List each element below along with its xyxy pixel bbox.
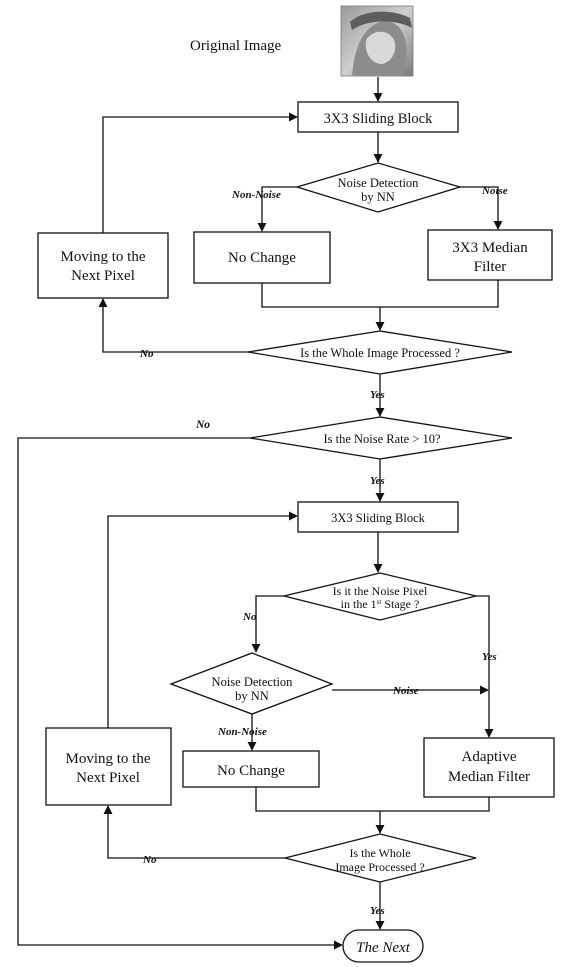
median-filter-line1: 3X3 Median: [452, 240, 528, 256]
adaptive-filter-line2: Median Filter: [448, 769, 530, 785]
label-noise-1: Noise: [481, 185, 508, 197]
label-no-1: No: [139, 348, 154, 360]
label-yes-end: Yes: [370, 905, 385, 917]
noise-pixel-q-line2-suffix: Stage ?: [381, 597, 419, 611]
label-no-rate: No: [195, 419, 210, 431]
label-no-loop-2: No: [142, 854, 157, 866]
the-next-terminal: [342, 929, 424, 963]
label-non-noise-2: Non-Noise: [217, 726, 267, 738]
moving-next-2-line2: Next Pixel: [76, 770, 140, 786]
no-change-1-label: No Change: [228, 250, 296, 266]
label-noise-2: Noise: [392, 685, 419, 697]
noise-pixel-q-sup: st: [377, 598, 382, 606]
noise-rate-label: Is the Noise Rate > 10?: [323, 432, 441, 446]
original-image-label: Original Image: [190, 38, 282, 54]
noise-pixel-stage1-diamond: [283, 572, 477, 621]
noise-detection-1-line2: by NN: [361, 190, 395, 204]
sliding-block-1-label: 3X3 Sliding Block: [324, 111, 434, 127]
whole-processed-2-line1: Is the Whole: [349, 846, 410, 860]
no-change-2-label: No Change: [217, 763, 285, 779]
moving-next-pixel-1-box: [37, 232, 169, 299]
label-non-noise-1: Non-Noise: [231, 189, 281, 201]
label-no-2: No: [242, 611, 257, 623]
moving-next-1-line1: Moving to the: [61, 249, 146, 265]
noise-detection-1-diamond: [294, 162, 463, 213]
label-yes-2: Yes: [482, 651, 497, 663]
whole-processed-2-line2: Image Processed ?: [335, 860, 424, 874]
moving-next-2-line1: Moving to the: [66, 751, 151, 767]
median-filter-box: [427, 229, 553, 281]
adaptive-filter-line1: Adaptive: [462, 749, 517, 765]
noise-detection-2-line1: Noise Detection: [212, 675, 294, 689]
label-yes-1: Yes: [370, 389, 385, 401]
label-yes-rate: Yes: [370, 475, 385, 487]
noise-pixel-q-line1: Is it the Noise Pixel: [333, 584, 428, 598]
noise-detection-1-line1: Noise Detection: [338, 176, 420, 190]
noise-pixel-q-line2-prefix: in the 1: [341, 597, 377, 611]
the-next-label: The Next: [356, 940, 411, 956]
adaptive-median-filter-box: [423, 737, 555, 798]
noise-detection-2-line2: by NN: [235, 689, 269, 703]
median-filter-line2: Filter: [474, 259, 507, 275]
original-image-thumbnail: [340, 5, 414, 77]
whole-processed-1-label: Is the Whole Image Processed ?: [300, 346, 460, 360]
sliding-block-2-label: 3X3 Sliding Block: [331, 511, 426, 525]
noise-pixel-q-line2: in the 1st Stage ?: [341, 597, 420, 611]
no-change-2-box: [182, 750, 320, 788]
moving-next-1-line2: Next Pixel: [71, 268, 135, 284]
